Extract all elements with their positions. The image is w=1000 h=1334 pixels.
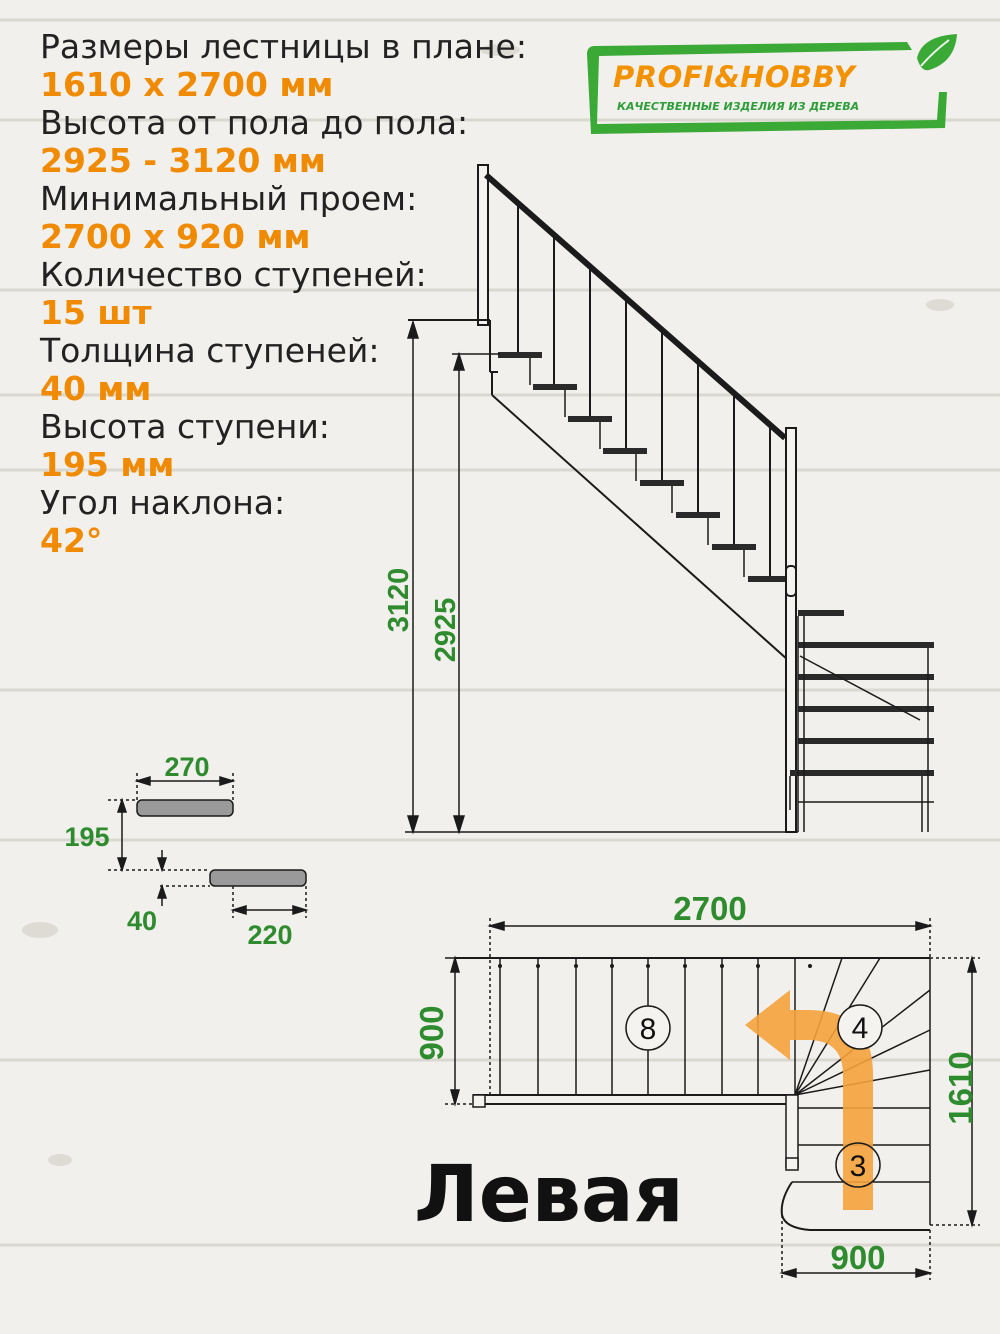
spec-slope-angle: Угол наклона: 42° bbox=[40, 484, 580, 560]
flight-count-winder: 4 bbox=[852, 1012, 869, 1045]
spec-label: Минимальный проем: bbox=[40, 179, 418, 218]
dimension-floor-height: 2925 bbox=[430, 598, 462, 663]
logo-frame-icon bbox=[587, 34, 957, 134]
stringer bbox=[491, 394, 789, 661]
winder-treads bbox=[790, 610, 934, 776]
flight-count-lower: 3 bbox=[850, 1150, 867, 1183]
spec-label: Высота ступени: bbox=[40, 407, 330, 446]
variant-label: Левая bbox=[414, 1150, 684, 1240]
newel-post-top bbox=[477, 164, 489, 326]
tread-lower bbox=[209, 869, 307, 887]
dimension-plan-length: 2700 bbox=[673, 890, 746, 927]
spec-value: 195 мм bbox=[40, 445, 175, 484]
logo-tagline: КАЧЕСТВЕННЫЕ ИЗДЕЛИЯ ИЗ ДЕРЕВА bbox=[617, 100, 860, 113]
spec-label: Угол наклона: bbox=[40, 483, 286, 522]
spec-step-height: Высота ступени: 195 мм bbox=[40, 408, 580, 484]
flight-marker-lower: 3 bbox=[835, 1142, 881, 1188]
brand-logo: PROFI&HOBBY КАЧЕСТВЕННЫЕ ИЗДЕЛИЯ ИЗ ДЕРЕ… bbox=[577, 32, 962, 142]
spec-label: Высота от пола до пола: bbox=[40, 103, 469, 142]
logo-name: PROFI&HOBBY bbox=[613, 60, 856, 94]
flight-marker-winder: 4 bbox=[837, 1004, 883, 1050]
spec-plan-size: Размеры лестницы в плане: 1610 х 2700 мм bbox=[40, 28, 580, 104]
dimension-plan-width-left: 900 bbox=[413, 1005, 450, 1060]
spec-value: 42° bbox=[40, 521, 103, 560]
dimension-thickness: 40 bbox=[127, 906, 157, 936]
spec-label: Толщина ступеней: bbox=[40, 331, 380, 370]
tread-upper bbox=[136, 799, 234, 817]
dimension-going: 220 bbox=[247, 920, 292, 950]
spec-min-opening: Минимальный проем: 2700 х 920 мм bbox=[40, 180, 580, 256]
step-detail bbox=[108, 773, 309, 918]
dimension-rise: 195 bbox=[64, 822, 109, 852]
elevation-treads bbox=[498, 352, 792, 582]
specifications-list: Размеры лестницы в плане: 1610 х 2700 мм… bbox=[40, 28, 580, 560]
side-elevation bbox=[405, 164, 934, 835]
spec-value: 2700 х 920 мм bbox=[40, 217, 311, 256]
dimension-plan-width-bottom: 900 bbox=[830, 1239, 885, 1276]
dimension-tread-depth: 270 bbox=[164, 752, 209, 782]
plan-post-lower bbox=[785, 1094, 799, 1168]
dimension-plan-width-right: 1610 bbox=[942, 1051, 979, 1124]
balusters bbox=[517, 203, 771, 578]
spec-label: Размеры лестницы в плане: bbox=[40, 27, 527, 66]
spec-label: Количество ступеней: bbox=[40, 255, 427, 294]
spec-step-thickness: Толщина ступеней: 40 мм bbox=[40, 332, 580, 408]
plan-handrail-end bbox=[472, 1094, 486, 1108]
spec-floor-height: Высота от пола до пола: 2925 - 3120 мм bbox=[40, 104, 580, 180]
spec-value: 2925 - 3120 мм bbox=[40, 141, 326, 180]
flight-count-upper: 8 bbox=[640, 1013, 657, 1046]
spec-value: 40 мм bbox=[40, 369, 152, 408]
handrail bbox=[484, 172, 787, 441]
walk-direction-arrow bbox=[745, 990, 873, 1210]
flight-marker-upper: 8 bbox=[625, 1005, 671, 1051]
spec-value: 15 шт bbox=[40, 293, 152, 332]
plan-treads-upper bbox=[499, 958, 759, 1095]
height-dimensions bbox=[406, 319, 500, 835]
spec-step-count: Количество ступеней: 15 шт bbox=[40, 256, 580, 332]
dimension-total-height: 3120 bbox=[383, 568, 415, 633]
spec-value: 1610 х 2700 мм bbox=[40, 65, 334, 104]
